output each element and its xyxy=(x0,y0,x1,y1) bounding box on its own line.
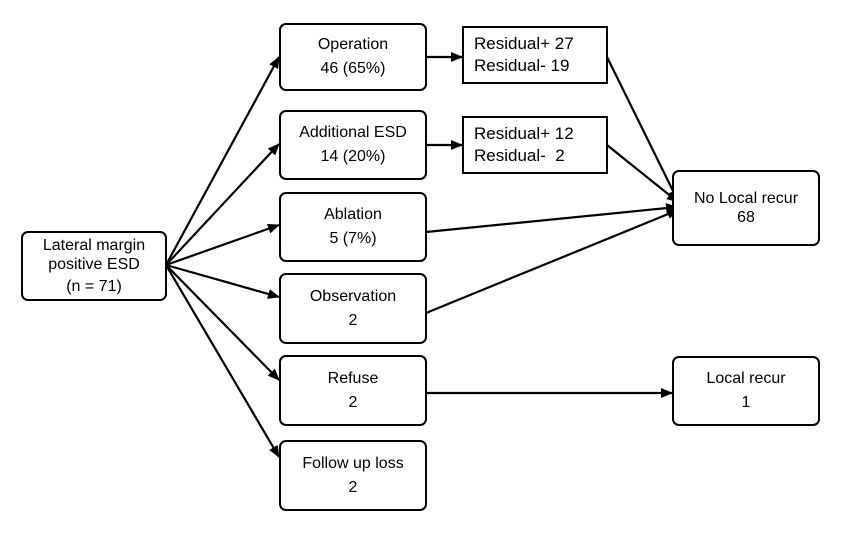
node-ablation: Ablation 5 (7%) xyxy=(279,192,427,262)
ablation-label: Ablation xyxy=(324,206,382,223)
additional-esd-label: Additional ESD xyxy=(299,124,407,141)
local-recur-count: 1 xyxy=(741,394,751,411)
additional-esd-count: 14 (20%) xyxy=(320,148,386,165)
no-local-recur-label: No Local recur xyxy=(693,190,799,207)
node-operation: Operation 46 (65%) xyxy=(279,23,427,91)
outcome-no-local-recur: No Local recur 68 xyxy=(672,170,820,246)
outcome-local-recur: Local recur 1 xyxy=(672,356,820,426)
residual-additional-esd-positive: Residual+ 12 xyxy=(474,124,574,143)
edge-root-additional-esd xyxy=(165,143,280,266)
no-local-recur-count: 68 xyxy=(737,209,755,226)
operation-count: 46 (65%) xyxy=(320,60,386,77)
root-line-1: Lateral margin xyxy=(42,237,146,254)
root-line-2: positive ESD xyxy=(48,256,140,273)
refuse-label: Refuse xyxy=(327,369,379,387)
residual-additional-esd: Residual+ 12 Residual- 2 xyxy=(462,116,608,174)
node-follow-up-loss: Follow up loss 2 xyxy=(279,440,427,511)
residual-operation-positive: Residual+ 27 xyxy=(474,34,574,53)
node-observation: Observation 2 xyxy=(279,273,427,344)
edge-observation-no-local-recur xyxy=(425,208,679,315)
residual-operation: Residual+ 27 Residual- 19 xyxy=(462,26,608,84)
follow-up-loss-label: Follow up loss xyxy=(302,454,404,472)
refuse-count: 2 xyxy=(348,393,358,411)
root-line-3: (n = 71) xyxy=(66,278,122,295)
residual-additional-esd-negative: Residual- 2 xyxy=(474,146,565,165)
edge-root-follow-up-loss xyxy=(165,264,280,458)
operation-label: Operation xyxy=(317,36,389,53)
edge-additional-esd-residual-no-local-recur xyxy=(606,144,679,203)
edge-root-operation xyxy=(165,56,280,266)
node-refuse: Refuse 2 xyxy=(279,355,427,426)
node-additional-esd: Additional ESD 14 (20%) xyxy=(279,110,427,180)
edge-operation-residual-no-local-recur xyxy=(606,56,679,202)
observation-label: Observation xyxy=(309,287,397,305)
residual-operation-negative: Residual- 19 xyxy=(474,56,570,75)
edge-ablation-no-local-recur xyxy=(425,203,678,234)
edge-root-ablation xyxy=(165,223,280,267)
root-node: Lateral margin positive ESD (n = 71) xyxy=(21,231,167,301)
edge-root-refuse xyxy=(165,264,280,381)
observation-count: 2 xyxy=(348,311,358,329)
ablation-count: 5 (7%) xyxy=(329,230,377,247)
edge-root-observation xyxy=(165,263,280,299)
follow-up-loss-count: 2 xyxy=(348,478,358,496)
local-recur-label: Local recur xyxy=(706,370,786,387)
